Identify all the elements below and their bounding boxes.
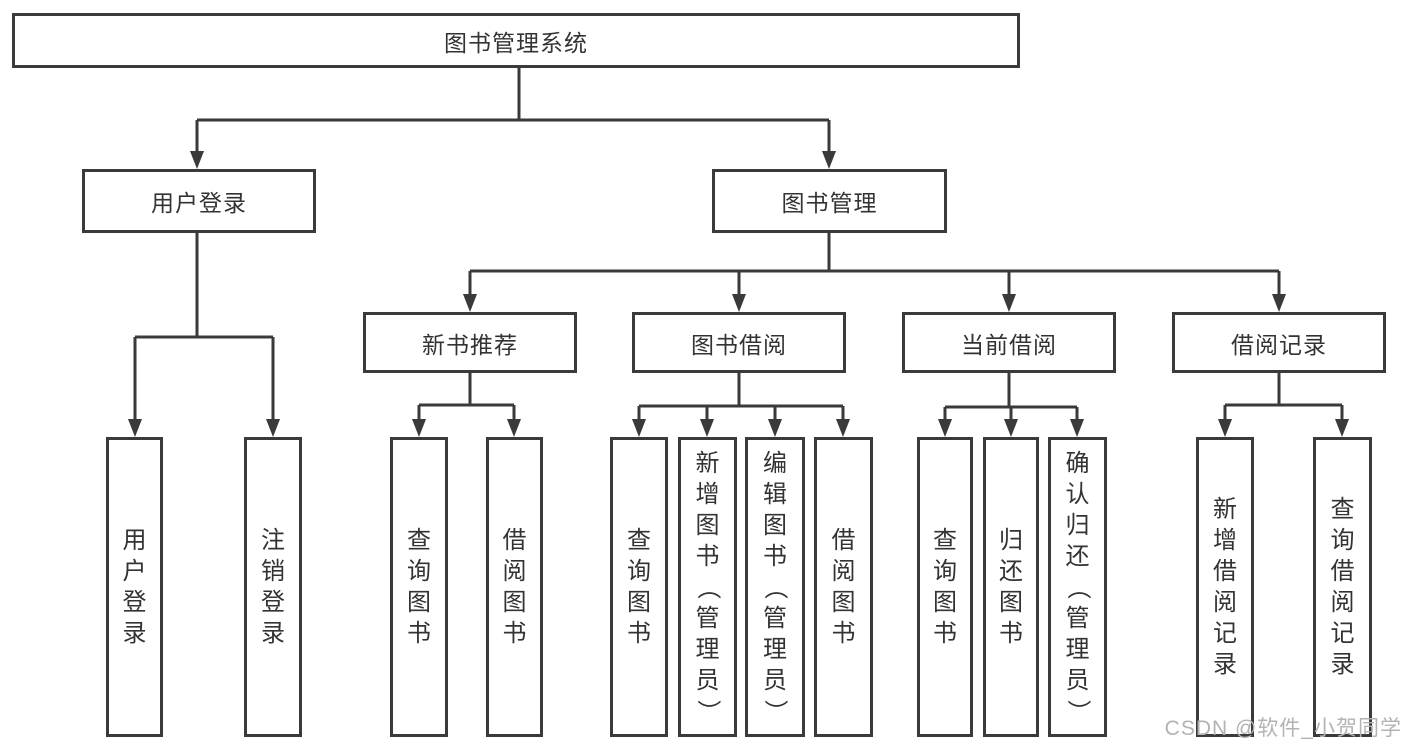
node-label: 新增借阅记录 (1213, 496, 1237, 678)
node-label: 新增图书（管理员） (694, 449, 721, 724)
node-label: 查询图书 (407, 527, 431, 647)
node-label: 用户登录 (122, 527, 147, 647)
node-label: 当前借阅 (961, 331, 1057, 358)
leaf-query-books-current: 查询图书 (917, 437, 973, 737)
leaf-borrow-books-recommend: 借阅图书 (486, 437, 543, 737)
leaf-user-login: 用户登录 (106, 437, 163, 737)
node-label: 编辑图书（管理员） (761, 449, 789, 724)
leaf-add-books-admin: 新增图书（管理员） (678, 437, 737, 737)
node-label: 新书推荐 (422, 331, 518, 358)
connector-arrowheads (128, 151, 1349, 437)
node-label: 图书管理 (781, 190, 878, 216)
node-label: 注销登录 (261, 527, 285, 647)
node-book-management: 图书管理 (712, 169, 947, 233)
leaf-edit-books-admin: 编辑图书（管理员） (745, 437, 805, 737)
leaf-query-books-borrow: 查询图书 (610, 437, 668, 737)
node-label: 借阅图书 (831, 527, 856, 647)
node-label: 确认归还（管理员） (1064, 449, 1091, 724)
node-label: 图书借阅 (691, 331, 787, 358)
node-library-management-system: 图书管理系统 (12, 13, 1020, 68)
leaf-borrow-books: 借阅图书 (814, 437, 873, 737)
node-label: 查询借阅记录 (1330, 496, 1355, 678)
csdn-watermark: CSDN @软件_小贺同学 (1164, 717, 1402, 740)
leaf-logout: 注销登录 (244, 437, 302, 737)
node-new-book-recommend: 新书推荐 (363, 312, 577, 373)
leaf-return-books: 归还图书 (983, 437, 1039, 737)
node-current-borrow: 当前借阅 (902, 312, 1116, 373)
leaf-query-borrow-record: 查询借阅记录 (1313, 437, 1372, 737)
node-label: 图书管理系统 (444, 29, 588, 56)
node-borrow-records: 借阅记录 (1172, 312, 1386, 373)
node-book-borrow: 图书借阅 (632, 312, 846, 373)
node-label: 查询图书 (627, 527, 651, 647)
node-user-login: 用户登录 (82, 169, 316, 233)
node-label: 借阅记录 (1231, 331, 1327, 358)
node-label: 查询图书 (933, 527, 957, 647)
leaf-add-borrow-record: 新增借阅记录 (1196, 437, 1254, 737)
connector-lines (133, 68, 1344, 420)
node-label: 归还图书 (999, 527, 1023, 647)
node-label: 借阅图书 (502, 527, 527, 647)
leaf-query-books-recommend: 查询图书 (390, 437, 448, 737)
node-label: 用户登录 (151, 190, 247, 216)
leaf-confirm-return-admin: 确认归还（管理员） (1048, 437, 1107, 737)
